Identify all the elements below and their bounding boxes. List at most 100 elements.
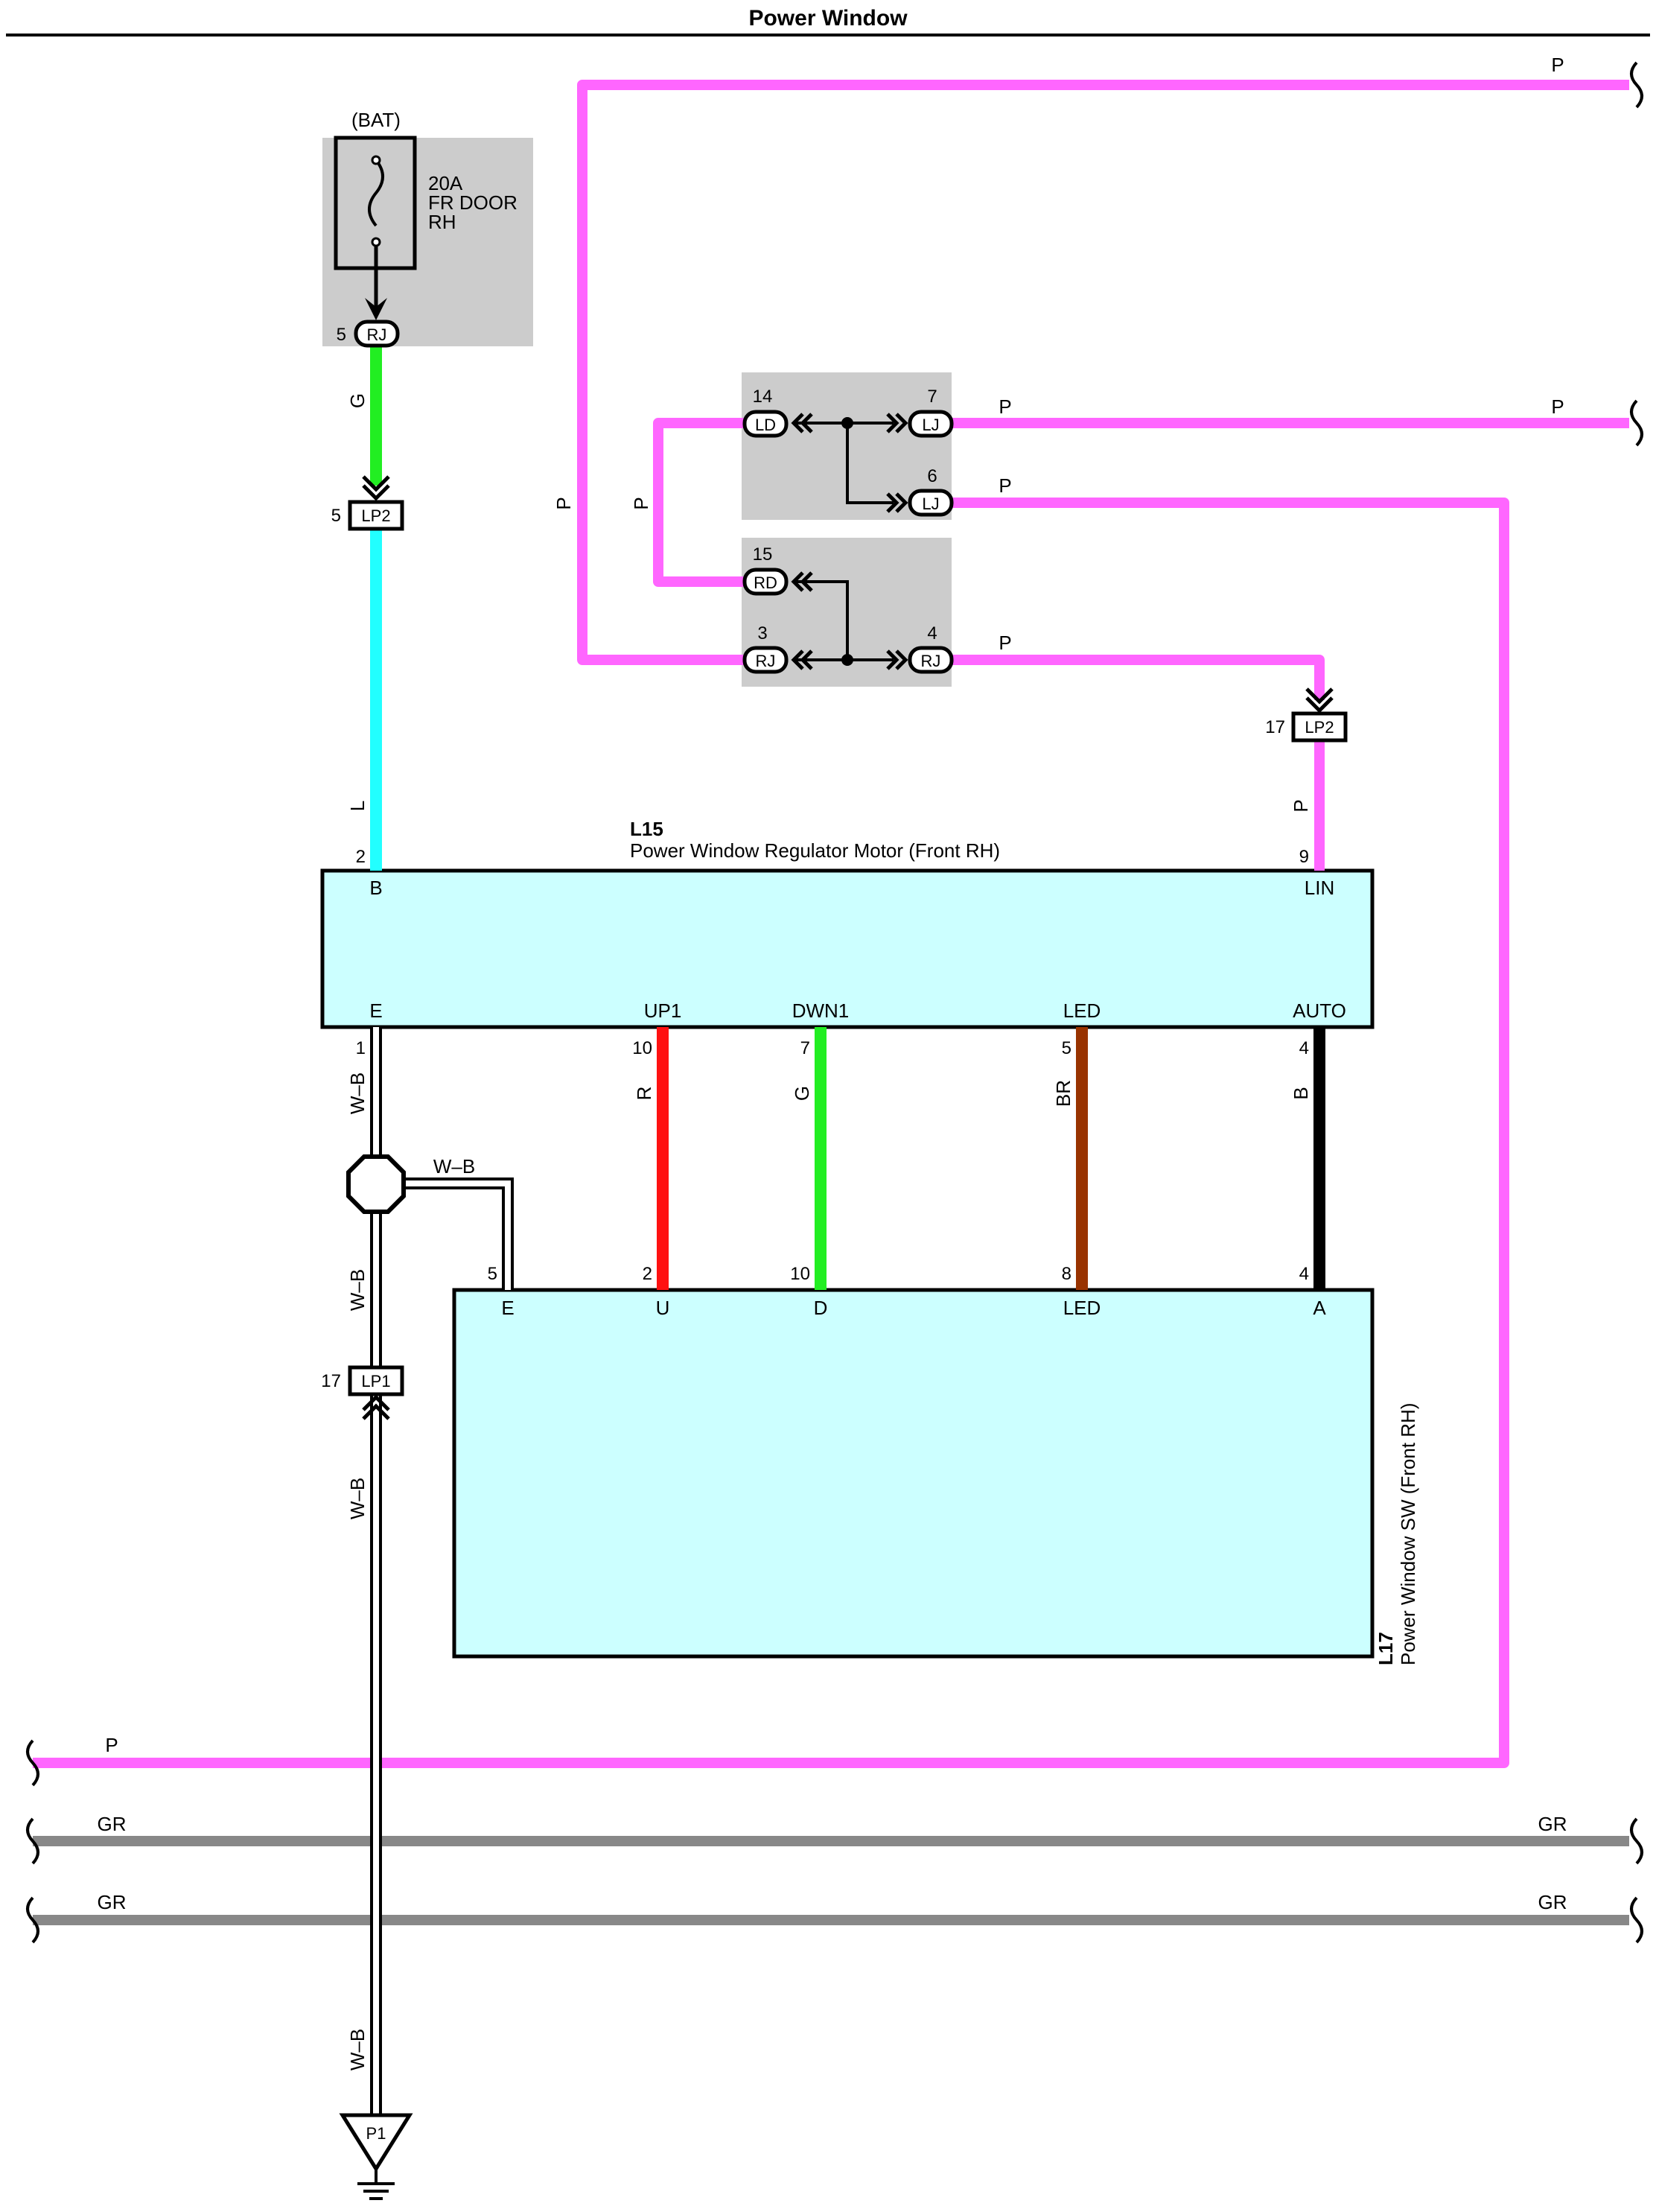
connector-rj-4 [908,646,954,674]
l15-pin-dwn1-num: 7 [800,1038,810,1058]
wire-p-rj4-lp2 [944,655,1325,700]
wire-label-b: B [1290,1087,1312,1099]
wire-label-p-right: P [1551,395,1564,418]
connector-rj-3 [742,646,789,674]
wire-label-gr-2r: GR [1538,1891,1567,1913]
connector-rd [742,568,789,596]
splice-dot [841,417,853,429]
connector-rj-top [354,320,400,348]
chevron-down-icon [1305,687,1334,714]
connector-lp1-pin: 17 [321,1371,341,1391]
l15-pin-b-num: 2 [356,847,366,867]
l17-pin-d: D [814,1297,828,1319]
connector-rj3-name: RJ [756,652,776,670]
wire-label-gr-1r: GR [1538,1813,1567,1835]
wire-label-wb-branch: W–B [433,1155,475,1177]
wire-label-gr-1l: GR [98,1813,127,1835]
connector-lp2-top-pin: 5 [331,506,341,526]
wire-label-p-top: P [1551,54,1564,76]
pink-wires [33,80,1629,1768]
connector-lj-7 [908,410,954,438]
fuse-amp: 20A [428,172,463,194]
connector-lj7-pin: 7 [927,387,937,407]
gray-wires [33,1836,1629,1925]
l17-pin-u: U [656,1297,670,1319]
l17-pin-a-num: 4 [1299,1264,1309,1284]
connector-rj4-name: RJ [921,652,941,670]
arrow-down-icon [365,298,387,320]
connector-lp1 [348,1365,404,1396]
wire-label-p-lj7: P [999,395,1011,418]
connector-ld-pin: 14 [753,387,773,407]
splice-point-icon [346,1154,406,1214]
wire-label-wb-4: W–B [346,2029,369,2070]
ground-point-icon [339,2113,413,2173]
l15-pin-auto: AUTO [1293,999,1346,1022]
l17-pin-a: A [1313,1297,1326,1319]
connector-rj-top-name: RJ [367,325,387,344]
connector-rj-top-pin: 5 [337,325,346,345]
connector-lp2-top-name: LP2 [361,506,390,525]
wire-label-br: BR [1052,1080,1074,1107]
connector-lp2-right [1291,711,1348,743]
diagram-title: Power Window [748,6,908,31]
wire-label-l: L [346,801,369,811]
connector-lp2-right-name: LP2 [1305,718,1334,737]
l17-window-switch [452,1288,1375,1659]
wire-end-marks [26,61,1643,1944]
wire-label-p-left: P [552,497,575,509]
l15-pin-e: E [369,999,382,1022]
wire-label-p-lj6: P [999,474,1011,497]
l17-id: L17 [1375,1632,1397,1665]
l15-pin-up1: UP1 [644,999,682,1022]
chevron-up-icon [362,1394,390,1420]
l15-pin-b: B [369,877,382,899]
connector-lj6-name: LJ [922,495,939,513]
l17-name: Power Window SW (Front RH) [1397,1403,1419,1666]
chevron-left-icon [791,413,813,670]
l15-pin-lin-num: 9 [1299,847,1309,867]
connector-rd-name: RD [754,573,777,592]
l15-pin-auto-num: 4 [1299,1038,1309,1058]
chevron-right-icon [886,413,908,670]
l15-pin-e-num: 1 [356,1038,366,1058]
connector-rj4-pin: 4 [927,623,937,643]
connector-lp2-right-pin: 17 [1265,717,1285,737]
wire-label-g-down: G [791,1086,813,1101]
l15-pin-up1-num: 10 [632,1038,652,1058]
l17-pin-led-num: 8 [1062,1264,1071,1284]
connector-ld-name: LD [755,416,776,434]
l15-pin-led-num: 5 [1062,1038,1071,1058]
l17-pin-e: E [501,1297,514,1319]
l17-pin-d-num: 10 [790,1264,810,1284]
chevron-down-icon [362,475,390,501]
wire-label-wb-3: W–B [346,1478,369,1519]
wire-p-lj6-bottom [33,498,1509,1768]
fuse-box-shade [322,138,533,346]
wire-label-wb-2: W–B [346,1269,369,1311]
l15-id: L15 [630,818,663,840]
wire-p-top-loop [577,80,1629,665]
l17-pin-led: LED [1063,1297,1101,1319]
wire-label-g: G [346,393,369,408]
connector-rd-pin: 15 [753,544,773,565]
l15-regulator-motor [320,868,1375,1029]
ground-p1-name: P1 [366,2124,386,2143]
l17-pin-e-num: 5 [488,1264,497,1284]
connector-lp1-name: LP1 [361,1372,390,1391]
l17-pin-u-num: 2 [643,1264,652,1284]
l15-name: Power Window Regulator Motor (Front RH) [630,839,1000,862]
wire-label-gr-2l: GR [98,1891,127,1913]
connector-lj6-pin: 6 [927,466,937,486]
fuse-element-icon [368,159,384,227]
wire-label-wb-1: W–B [346,1072,369,1114]
l15-pin-led: LED [1063,999,1101,1022]
wire-label-p-bottom: P [105,1734,118,1756]
connector-ld [742,410,789,438]
ground-symbol-icon [357,2169,395,2200]
wire-p-ld-rd [653,418,752,587]
wire-label-p-rj4: P [999,632,1011,654]
fuse-line1: FR DOOR [428,191,518,214]
connector-lj-6 [908,489,954,517]
